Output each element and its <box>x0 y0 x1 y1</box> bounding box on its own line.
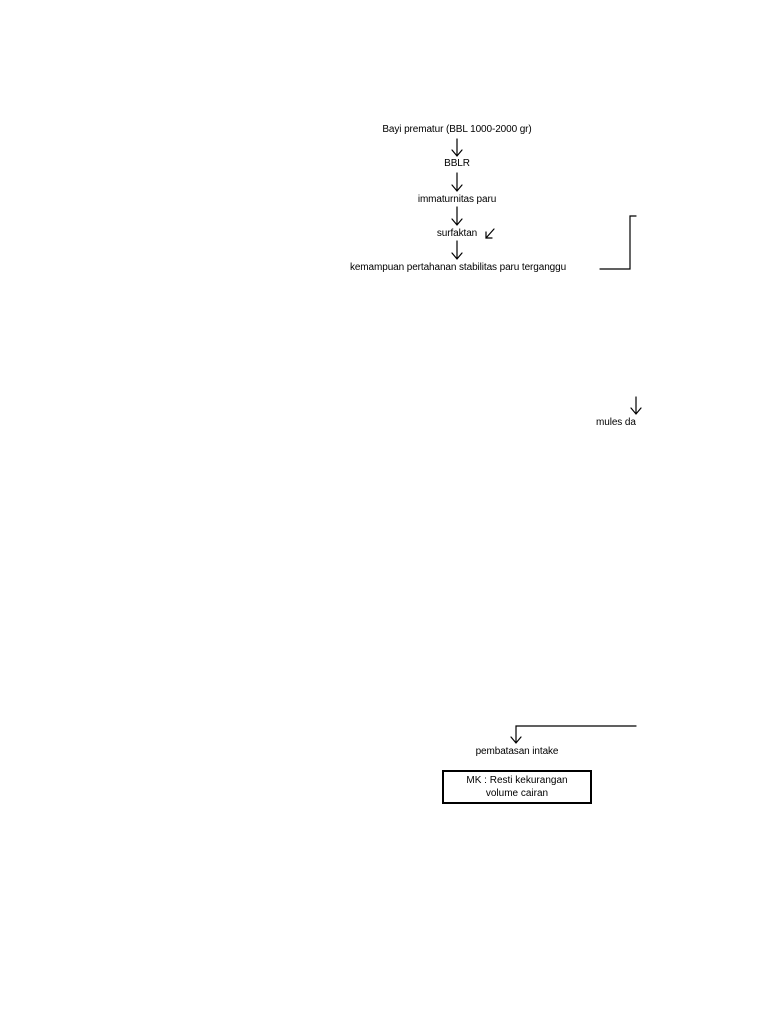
arrow-down-mules <box>630 396 642 415</box>
node-bblr: BBLR <box>444 158 470 169</box>
node-kemampuan: kemampuan pertahanan stabilitas paru ter… <box>349 262 567 273</box>
node-bayi-prematur: Bayi prematur (BBL 1000-2000 gr) <box>382 124 532 135</box>
arrow-down-pembatasan <box>510 725 637 744</box>
node-pembatasan-intake: pembatasan intake <box>475 746 559 757</box>
right-bracket-line <box>599 215 637 270</box>
arrow-down-2 <box>451 172 463 192</box>
arrow-down-4 <box>451 240 463 260</box>
node-mules: mules da <box>596 417 636 428</box>
arrow-down-3 <box>451 206 463 226</box>
arrow-down-1 <box>451 138 463 157</box>
node-immaturnitas: immaturnitas paru <box>417 194 497 205</box>
decrease-arrow <box>485 228 495 239</box>
node-surfaktan: surfaktan <box>436 228 478 239</box>
mk-diagnosis-label: MK : Resti kekurangan volume cairan <box>466 775 568 799</box>
mk-diagnosis-box: MK : Resti kekurangan volume cairan <box>442 770 592 804</box>
